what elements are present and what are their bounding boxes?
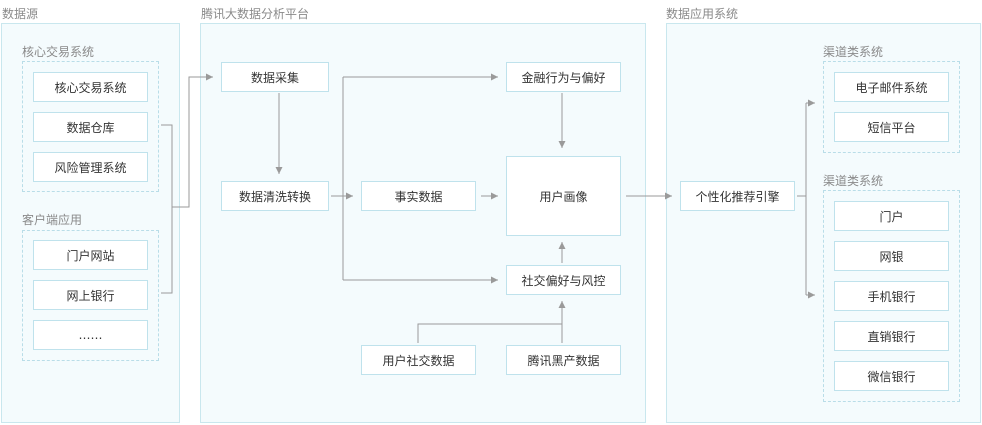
social-data-line [417, 323, 562, 343]
platform-section-title: 腾讯大数据分析平台 [201, 7, 310, 21]
more-ellipsis-node: …… [33, 320, 148, 350]
sms-platform-node: 短信平台 [834, 112, 949, 142]
channel-group-b-title: 渠道类系统 [823, 174, 884, 188]
financial-behavior-node: 金融行为与偏好 [506, 62, 621, 92]
core-trading-system-node: 核心交易系统 [33, 72, 148, 102]
online-banking-node: 网上银行 [33, 280, 148, 310]
data-collection-node: 数据采集 [221, 62, 329, 92]
client-group [22, 230, 159, 361]
online-bank-node: 网银 [834, 241, 949, 271]
user-social-data-node: 用户社交数据 [361, 345, 476, 375]
portal-node: 门户 [834, 201, 949, 231]
wechat-bank-node: 微信银行 [834, 361, 949, 391]
application-section-title: 数据应用系统 [666, 7, 739, 21]
email-system-node: 电子邮件系统 [834, 72, 949, 102]
source-to-collect-arrow [172, 73, 213, 208]
fact-data-node: 事实数据 [361, 181, 476, 211]
source-section-title: 数据源 [2, 7, 39, 21]
risk-management-node: 风险管理系统 [33, 152, 148, 182]
data-cleaning-node: 数据清洗转换 [221, 181, 329, 211]
mobile-banking-node: 手机银行 [834, 281, 949, 311]
core-group [22, 61, 159, 192]
direct-bank-node: 直销银行 [834, 321, 949, 351]
portal-website-node: 门户网站 [33, 240, 148, 270]
channel-group-a [823, 61, 960, 153]
channel-group-a-title: 渠道类系统 [823, 45, 884, 59]
channel-group-b [823, 190, 960, 402]
blackmarket-data-node: 腾讯黑产数据 [506, 345, 621, 375]
recommendation-engine-node: 个性化推荐引擎 [680, 181, 795, 211]
core-group-title: 核心交易系统 [22, 45, 95, 59]
user-portrait-node: 用户画像 [506, 156, 621, 236]
client-group-title: 客户端应用 [22, 213, 83, 227]
data-warehouse-node: 数据仓库 [33, 112, 148, 142]
source-bracket-line [161, 124, 173, 294]
social-preference-node: 社交偏好与风控 [506, 265, 621, 295]
